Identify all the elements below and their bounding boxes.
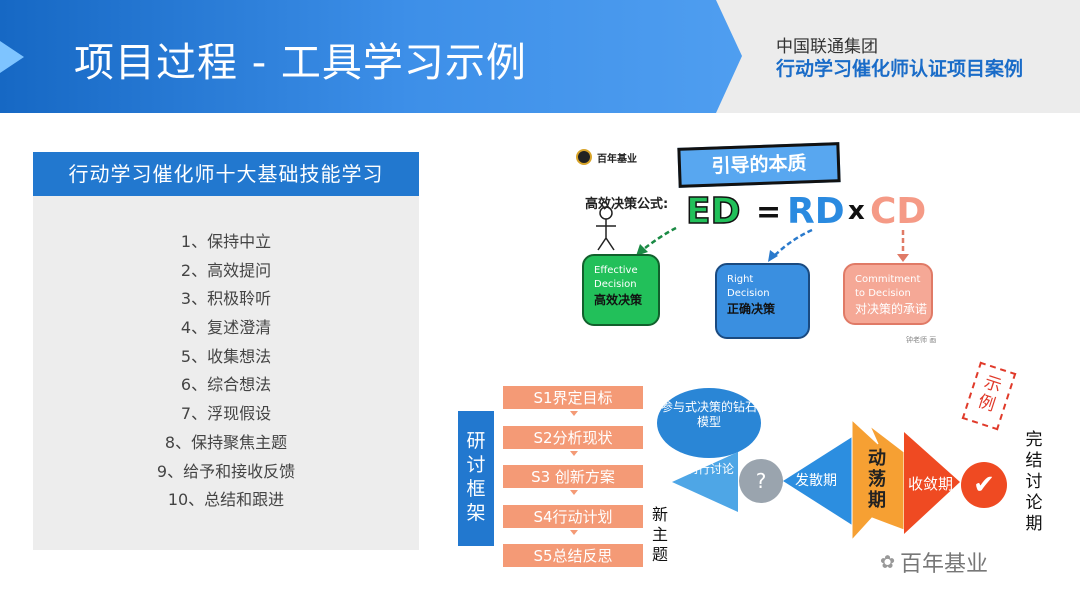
right-decision-cn: 正确决策 <box>727 302 776 316</box>
sketch-signature: 钟老师 画 <box>906 336 937 344</box>
skill-item: 7、浮现假设 <box>180 404 272 424</box>
new-topic-label: 新主题 <box>651 505 668 564</box>
right-decision-en-1: Right <box>727 274 754 285</box>
step-s1: S1界定目标 <box>502 385 644 410</box>
title-banner <box>0 0 742 113</box>
page-title: 项目过程 - 工具学习示例 <box>74 40 527 86</box>
watermark: 百年基业 <box>900 552 989 577</box>
effective-decision-cn: 高效决策 <box>594 293 643 307</box>
skill-item: 9、给予和接收反馈 <box>156 461 296 481</box>
right-decision-box: Right Decision 正确决策 <box>715 263 810 339</box>
skill-item: 2、高效提问 <box>180 260 272 280</box>
commitment-cn: 对决策的承诺 <box>855 302 928 316</box>
step-s3: S3 创新方案 <box>502 464 644 489</box>
organization-name: 中国联通集团 <box>776 37 878 57</box>
effective-decision-box: Effective Decision 高效决策 <box>582 254 660 326</box>
brand-logo-text: 百年基业 <box>597 154 637 165</box>
chevron-right-icon <box>0 41 24 73</box>
effective-decision-en-1: Effective <box>594 265 638 276</box>
arrow-down-icon <box>570 411 578 416</box>
formula-cd: CD <box>870 191 927 232</box>
skill-item: 1、保持中立 <box>180 232 272 251</box>
turbulence-phase-label: 动荡期 <box>868 448 886 511</box>
skills-card <box>33 152 419 550</box>
commitment-en-2: to Decision <box>855 288 911 299</box>
arrow-down-icon <box>570 451 578 456</box>
commitment-en-1: Commitment <box>855 274 921 285</box>
example-stamp-text: 示例 <box>975 372 1004 416</box>
step-s4: S4行动计划 <box>502 504 644 529</box>
framework-label: 研讨框架 <box>458 411 494 546</box>
diverge-phase-label: 发散期 <box>795 473 837 489</box>
skills-card-title: 行动学习催化师十大基础技能学习 <box>33 152 419 196</box>
effective-decision-en-2: Decision <box>594 279 637 290</box>
arrow-down-icon <box>570 490 578 495</box>
skill-item: 3、积极聆听 <box>180 289 272 309</box>
diamond-model-bubble: 参与式决策的钻石模型 <box>657 388 761 458</box>
formula-rd: RD <box>787 191 845 232</box>
formula-label: 高效决策公式: <box>585 197 669 212</box>
formula-times: x <box>848 196 865 226</box>
routine-discussion-label: 例行讨论 <box>686 462 735 476</box>
arrow-down-icon <box>570 530 578 535</box>
step-s2: S2分析现状 <box>502 425 644 450</box>
skill-item: 4、复述澄清 <box>180 318 272 338</box>
project-name: 行动学习催化师认证项目案例 <box>776 58 1024 80</box>
skills-list: 1、保持中立 2、高效提问 3、积极聆听 4、复述澄清 5、收集想法 6、综合想… <box>33 228 419 515</box>
skill-item: 5、收集想法 <box>180 346 272 366</box>
question-icon: ? <box>739 459 783 503</box>
brand-logo-icon <box>576 149 592 165</box>
skill-item: 6、综合想法 <box>180 375 272 395</box>
skill-item: 10、总结和跟进 <box>167 490 285 510</box>
commitment-box: Commitment to Decision 对决策的承诺 <box>843 263 933 325</box>
wechat-icon: ✿ <box>880 552 896 573</box>
formula-ed: ED <box>685 190 741 233</box>
step-s5: S5总结反思 <box>502 543 644 568</box>
framework-label-text: 研讨框架 <box>466 430 486 524</box>
done-label: 完结讨论期 <box>1025 430 1043 534</box>
check-icon: ✔ <box>961 462 1007 508</box>
converge-phase-label: 收敛期 <box>908 475 954 493</box>
skill-item: 8、保持聚焦主题 <box>164 432 288 452</box>
formula-equals: = <box>756 195 782 230</box>
right-decision-en-2: Decision <box>727 288 770 299</box>
